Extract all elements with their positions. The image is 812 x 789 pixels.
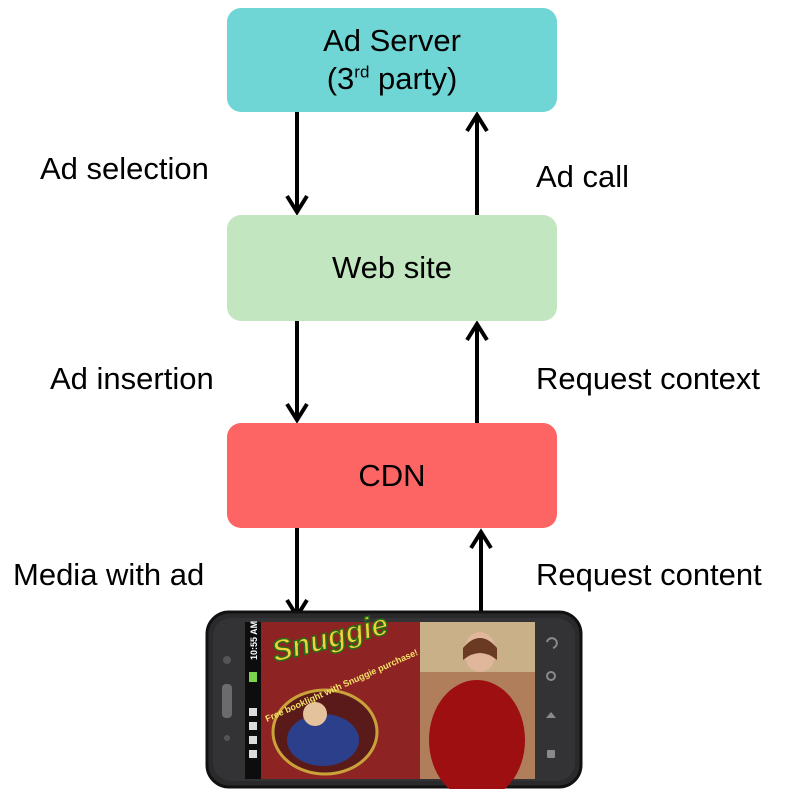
arrowhead-ad-call (465, 111, 489, 133)
smartphone-illustration: 10:55 AM Snuggie Free booklight with Snu… (205, 610, 583, 789)
phone-nav-buttons (546, 637, 558, 758)
status-bar-icons (249, 672, 257, 758)
status-time: 10:55 AM (249, 621, 259, 660)
edge-label-ad-call: Ad call (536, 159, 630, 194)
edge-label-request-context: Request context (536, 361, 761, 396)
edge-label-request-content: Request content (536, 557, 762, 592)
arrowhead-ad-selection (285, 194, 309, 216)
ad-model-figure (429, 680, 525, 789)
edge-label-ad-selection: Ad selection (40, 151, 209, 186)
phone-camera (223, 656, 231, 664)
phone-speaker (222, 684, 232, 718)
arrowhead-request-content (469, 528, 493, 550)
ad-server-title: Ad Server (323, 23, 461, 58)
ad-server-subtitle: (3rd party) (326, 61, 458, 96)
arrowhead-ad-insertion (285, 402, 309, 424)
web-site-label: Web site (331, 250, 453, 285)
ad-server-box: Ad Server (3rd party) (227, 8, 557, 112)
arrowhead-request-context (465, 320, 489, 342)
edge-label-ad-insertion: Ad insertion (50, 361, 214, 396)
cdn-label: CDN (358, 457, 426, 493)
web-site-box: Web site (227, 215, 557, 321)
edge-label-media-with-ad: Media with ad (13, 557, 205, 592)
cdn-box: CDN (227, 423, 557, 528)
